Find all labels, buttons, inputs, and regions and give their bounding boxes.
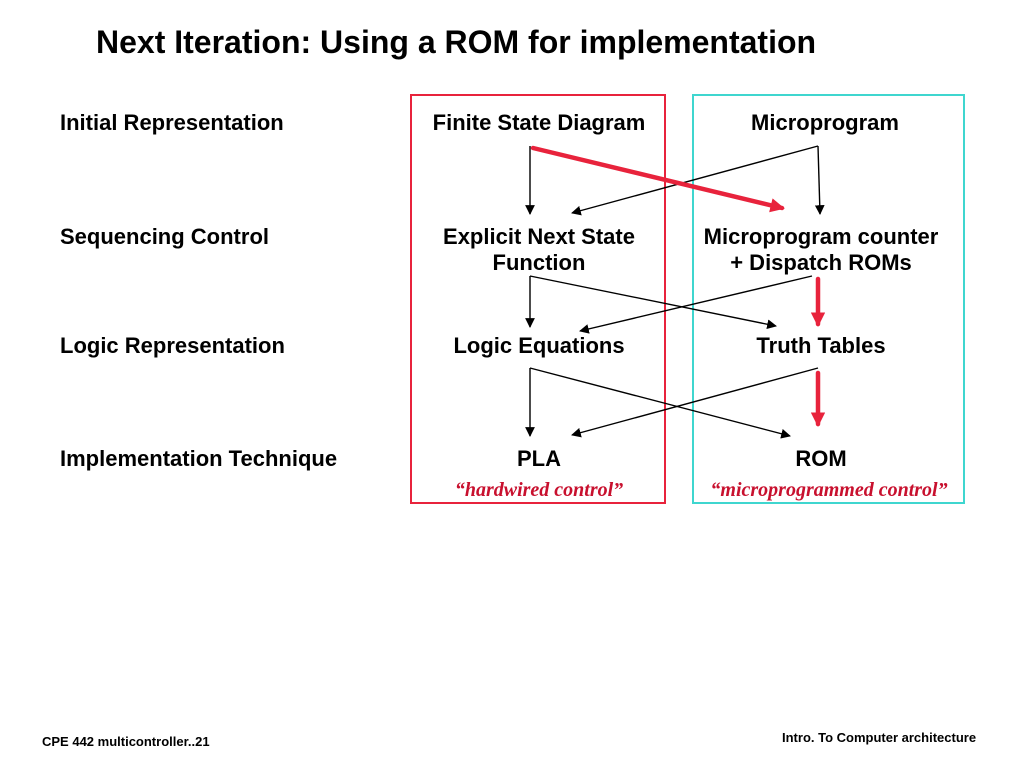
arrow-logic-equations-to-rom [529,367,791,439]
arrow-truth-tables-to-pla [571,367,819,438]
arrow-next-state-to-truth-tables [529,275,777,330]
row-label-initial: Initial Representation [60,110,284,135]
node-truth-tables: Truth Tables [756,333,886,358]
node-microprogram: Microprogram [751,110,899,135]
row-label-logic: Logic Representation [60,333,285,358]
microprogrammed-column-box [692,94,965,504]
arrow-counter-to-logic-equations [579,275,813,334]
node-pla: PLA [517,446,561,471]
node-explicit-next-state-line1: Explicit Next State [443,224,635,249]
arrow-microprogram-to-next-state [571,145,819,216]
node-finite-state-diagram: Finite State Diagram [432,110,646,135]
red-arrow-fsd-to-counter [530,145,785,213]
node-microprogram-counter-line2: + Dispatch ROMs [730,250,912,275]
caption-hardwired: “hardwired control” [454,479,624,501]
row-label-implementation: Implementation Technique [60,446,338,471]
node-explicit-next-state: Explicit Next State Function [443,224,635,276]
node-microprogram-counter-line1: Microprogram counter [703,224,939,249]
footer-right: Intro. To Computer architecture [782,730,977,745]
slide-title: Next Iteration: Using a ROM for implemen… [96,24,817,60]
node-explicit-next-state-line2: Function [492,250,586,275]
caption-microprogrammed: “microprogrammed control” [710,479,948,501]
node-microprogram-counter: Microprogram counter + Dispatch ROMs [704,224,939,276]
node-logic-equations: Logic Equations [453,333,625,358]
arrow-microprogram-to-counter [814,145,825,215]
footer-left: CPE 442 multicontroller..21 [42,734,210,749]
row-label-sequencing: Sequencing Control [60,224,269,249]
node-rom: ROM [795,446,847,471]
hardwired-column-box [410,94,666,504]
